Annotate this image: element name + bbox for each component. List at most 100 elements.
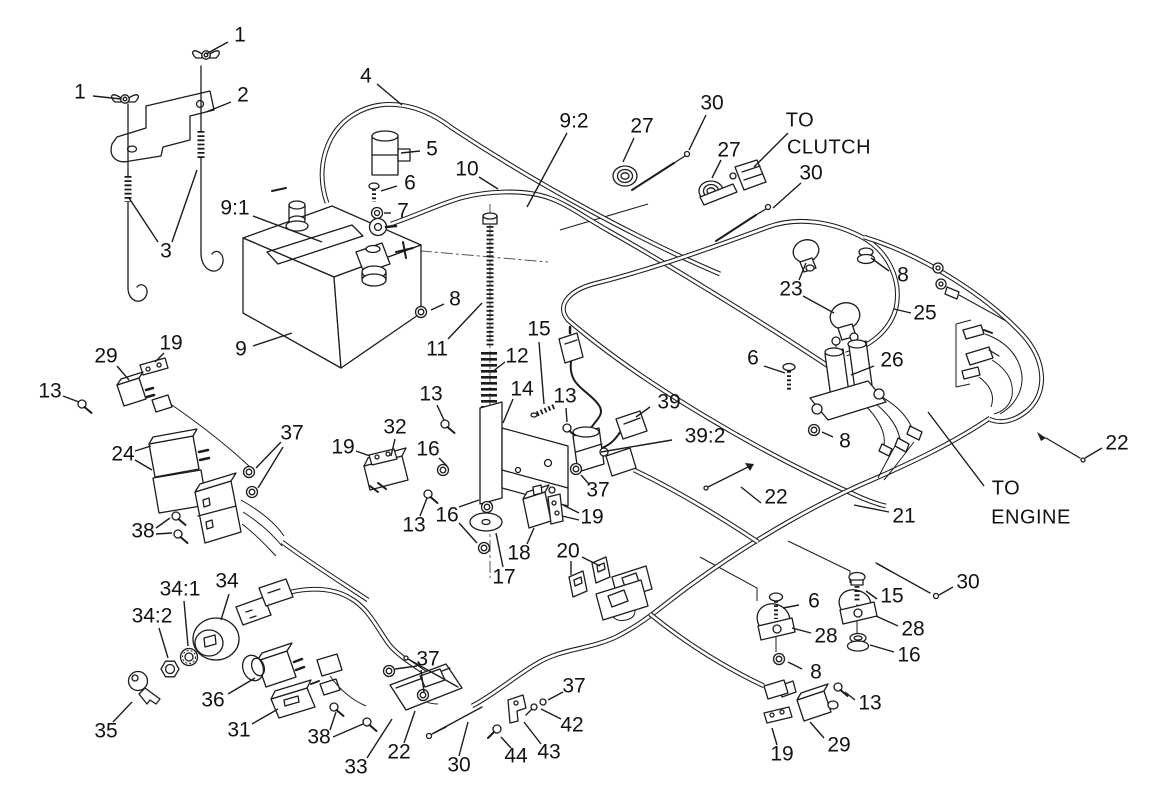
callout-16[interactable]: 16 [897, 644, 920, 667]
callout-13[interactable]: 13 [858, 692, 881, 715]
callout-19[interactable]: 19 [159, 332, 182, 355]
callout-engine[interactable]: ENGINE [991, 506, 1071, 528]
callout-31[interactable]: 31 [227, 719, 250, 742]
callout-8[interactable]: 8 [839, 430, 851, 453]
callout-35[interactable]: 35 [94, 720, 117, 743]
callout-18[interactable]: 18 [507, 542, 530, 565]
callout-13[interactable]: 13 [553, 385, 576, 408]
screw [440, 419, 456, 434]
leader-line [394, 665, 418, 670]
callout-to[interactable]: TO [992, 477, 1020, 499]
callout-2[interactable]: 2 [237, 84, 249, 107]
callout-29[interactable]: 29 [827, 734, 850, 757]
callout-42[interactable]: 42 [560, 714, 583, 737]
leader-line [540, 708, 562, 720]
callout-26[interactable]: 26 [880, 349, 903, 372]
callout-34[interactable]: 34 [215, 570, 239, 593]
callout-11[interactable]: 11 [426, 338, 448, 361]
callout-13[interactable]: 13 [38, 380, 61, 403]
callout-22[interactable]: 22 [387, 741, 410, 764]
callout-15[interactable]: 15 [527, 318, 550, 341]
callout-30[interactable]: 30 [799, 162, 822, 185]
callout-4[interactable]: 4 [360, 65, 372, 88]
callout-22[interactable]: 22 [764, 486, 787, 509]
callout-28[interactable]: 28 [814, 625, 837, 648]
callout-43[interactable]: 43 [537, 741, 560, 764]
callout-to[interactable]: TO [786, 109, 814, 131]
callout-37[interactable]: 37 [586, 479, 609, 502]
callout-25[interactable]: 25 [913, 302, 936, 325]
callout-20[interactable]: 20 [556, 540, 579, 563]
callout-9-2[interactable]: 9:2 [559, 110, 588, 133]
callout-12[interactable]: 12 [505, 345, 528, 368]
callout-17[interactable]: 17 [492, 566, 515, 589]
callout-7[interactable]: 7 [397, 200, 409, 223]
callout-19[interactable]: 19 [770, 743, 793, 766]
callout-9-1[interactable]: 9:1 [220, 197, 249, 220]
callout-6[interactable]: 6 [404, 172, 416, 195]
callout-16[interactable]: 16 [435, 504, 458, 527]
callout-15[interactable]: 15 [880, 585, 903, 608]
callout-13[interactable]: 13 [419, 383, 442, 406]
screw [171, 511, 187, 526]
leader-line [798, 262, 807, 281]
callout-37[interactable]: 37 [562, 675, 585, 698]
callout-30[interactable]: 30 [447, 754, 470, 777]
callout-44[interactable]: 44 [504, 745, 528, 768]
callout-clutch[interactable]: CLUTCH [787, 136, 871, 158]
callout-24[interactable]: 24 [111, 443, 135, 466]
callout-3[interactable]: 3 [160, 240, 172, 263]
leader-line [255, 441, 282, 469]
leader-line [205, 101, 232, 113]
leader-line [478, 176, 499, 190]
callout-38[interactable]: 38 [131, 520, 154, 543]
callout-39-2[interactable]: 39:2 [685, 425, 726, 448]
callout-14[interactable]: 14 [510, 378, 534, 401]
callout-23[interactable]: 23 [779, 278, 802, 301]
callout-9[interactable]: 9 [235, 338, 247, 361]
callout-30[interactable]: 30 [956, 571, 979, 594]
callout-8[interactable]: 8 [449, 288, 461, 311]
keps-nut [414, 305, 428, 319]
callout-8[interactable]: 8 [897, 264, 909, 287]
callout-8[interactable]: 8 [810, 661, 822, 684]
callout-13[interactable]: 13 [402, 514, 425, 537]
callout-33[interactable]: 33 [344, 756, 367, 779]
callout-19[interactable]: 19 [331, 436, 354, 459]
callout-21[interactable]: 21 [892, 505, 915, 528]
callout-19[interactable]: 19 [580, 506, 603, 529]
callout-37[interactable]: 37 [280, 422, 303, 445]
callout-6[interactable]: 6 [808, 590, 820, 613]
callout-27[interactable]: 27 [630, 115, 653, 138]
small-nut [539, 698, 547, 706]
leader-line [740, 486, 762, 504]
callout-27[interactable]: 27 [717, 139, 740, 162]
callout-36[interactable]: 36 [201, 689, 224, 712]
callout-10[interactable]: 10 [455, 158, 478, 181]
leader-line [581, 556, 601, 567]
lead-connector [605, 447, 637, 477]
callout-34-2[interactable]: 34:2 [132, 605, 173, 628]
callout-34-1[interactable]: 34:1 [160, 578, 201, 601]
leader-line [436, 404, 445, 421]
cable-tie [703, 463, 754, 491]
callout-29[interactable]: 29 [94, 345, 117, 368]
callout-16[interactable]: 16 [416, 438, 439, 461]
callout-22[interactable]: 22 [1105, 432, 1128, 455]
clamp-assembly [838, 571, 878, 652]
hour-meter-module [389, 655, 463, 711]
leader-line [547, 691, 564, 701]
callout-38[interactable]: 38 [307, 726, 330, 749]
callout-37[interactable]: 37 [416, 648, 439, 671]
callout-5[interactable]: 5 [426, 138, 438, 161]
interlock-switch [522, 484, 564, 529]
callout-32[interactable]: 32 [383, 416, 406, 439]
relay-pair [148, 428, 219, 514]
callout-1[interactable]: 1 [234, 24, 246, 47]
callout-30[interactable]: 30 [700, 92, 723, 115]
callout-28[interactable]: 28 [901, 618, 924, 641]
callout-1[interactable]: 1 [74, 81, 86, 104]
callout-6[interactable]: 6 [747, 347, 759, 370]
callout-39[interactable]: 39 [657, 391, 680, 414]
fuse-blocks [568, 556, 653, 621]
